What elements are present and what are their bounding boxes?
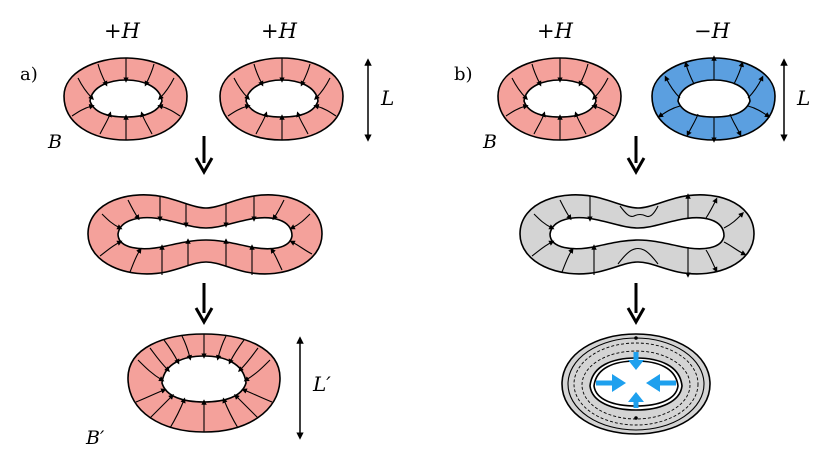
panel-b-top-left-helicity: +H (537, 19, 574, 43)
panel-a-top-right-helicity: +H (261, 19, 298, 43)
torus-body (519, 194, 755, 275)
panel-b-merged-torus (519, 193, 755, 278)
inner-dashed-ring (581, 350, 691, 420)
field-point-bottom (634, 416, 638, 420)
panel-a-height-label: L (380, 86, 394, 110)
panel-b-down-arrow-2 (626, 283, 646, 326)
magnetic-field-lines (99, 195, 313, 275)
magnetic-field-lines (657, 55, 771, 143)
panel-a-final-height-label: L′ (312, 372, 331, 396)
blue-arrow-left (596, 374, 626, 392)
panel-a-final-field-label: B′ (85, 427, 105, 449)
magnetic-field-lines (71, 58, 181, 140)
panel-a-torus-left (63, 57, 188, 141)
magnetic-field-lines (505, 58, 615, 140)
panel-b: b) +H −H B (454, 19, 810, 435)
panel-a-label: a) (20, 64, 38, 85)
magnetic-field-lines (531, 193, 747, 278)
panel-b-down-arrow-1 (626, 136, 646, 176)
panel-b-label: b) (454, 64, 473, 85)
panel-b-field-label: B (482, 131, 497, 153)
blue-arrow-top (628, 352, 644, 370)
panel-a-merged-torus (87, 194, 323, 275)
panel-b-top-right-helicity: −H (694, 19, 731, 43)
torus-body (63, 57, 188, 141)
magnetic-field-lines (135, 334, 273, 432)
field-point-top (634, 336, 638, 340)
torus-body (561, 333, 711, 435)
torus-hole (593, 360, 679, 407)
panel-a-final-torus (127, 333, 281, 433)
blue-arrow-right (646, 374, 676, 392)
panel-a-down-arrow-1 (194, 136, 214, 176)
panel-b-torus-negative (651, 55, 776, 143)
panel-a-down-arrow-2 (194, 283, 214, 326)
panel-a-torus-right (219, 57, 344, 141)
inward-arrows (596, 352, 676, 408)
magnetic-field-lines (227, 57, 337, 141)
panel-b-torus-positive (497, 57, 622, 141)
torus-body (219, 57, 344, 141)
outer-dashed-ring (573, 342, 699, 426)
torus-body (87, 194, 323, 275)
panel-b-annihilating-torus (561, 333, 711, 435)
panel-a: a) +H +H B (20, 19, 394, 449)
panel-a-top-left-helicity: +H (104, 19, 141, 43)
torus-body (497, 57, 622, 141)
panel-b-height-label: L (796, 86, 810, 110)
panel-a-field-label: B (47, 131, 62, 153)
blue-arrow-bottom (628, 392, 644, 408)
